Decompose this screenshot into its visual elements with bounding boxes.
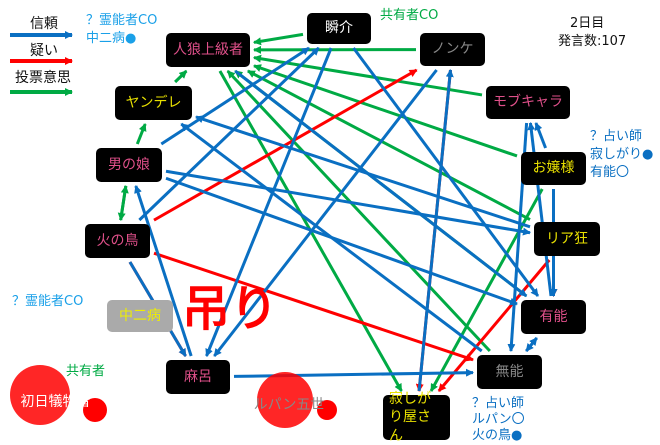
seer-result-note-4: 火の鳥● xyxy=(472,428,523,443)
edge-vote-munou-to-jinrou xyxy=(226,69,491,353)
node-chuuni: 中二病 xyxy=(107,300,173,332)
edge-vote-mob-to-jinrou xyxy=(253,54,483,97)
node-shunsuke[interactable]: 瞬介 xyxy=(307,13,371,44)
node-lupin[interactable]: ルパン五世 xyxy=(253,396,325,413)
node-yuunou[interactable]: 有能 xyxy=(521,300,586,334)
node-riakyou[interactable]: リア狂 xyxy=(534,222,600,256)
medium-result-note: 中二病● xyxy=(86,31,137,46)
shared-note-2: 共有者 xyxy=(66,364,106,379)
edge-vote-hinotori-to-otoko xyxy=(119,185,129,221)
edge-trust-maro-to-otoko xyxy=(134,185,193,357)
node-nonke[interactable]: ノンケ xyxy=(420,33,485,66)
edge-trust-yuunou-to-mob xyxy=(527,122,553,297)
edge-doubt-hinotori-to-munou xyxy=(153,251,474,362)
node-hinotori[interactable]: 火の鳥 xyxy=(85,224,150,258)
edge-trust-sabishi-to-nonke xyxy=(417,69,454,392)
node-ojou[interactable]: お嬢様 xyxy=(521,152,586,185)
edge-trust-riakyou-to-yandere xyxy=(195,115,531,229)
node-jinrou[interactable]: 人狼上級者 xyxy=(166,33,250,67)
node-mob[interactable]: モブキャラ xyxy=(486,86,570,119)
edge-trust-maro-to-munou xyxy=(233,368,474,378)
seer-co-note-2: ？占い師 xyxy=(472,396,525,411)
day-label: 2日目 xyxy=(570,16,605,31)
node-maro[interactable]: 麻呂 xyxy=(166,360,230,394)
legend-vote-label: 投票意思 xyxy=(15,70,71,86)
node-munou[interactable]: 無能 xyxy=(477,355,542,389)
edge-trust-jinrou-to-yuunou xyxy=(234,69,528,298)
edge-vote-ojou-to-sabishi xyxy=(429,188,544,392)
edge-trust-hinotori-to-shunsuke xyxy=(138,46,320,222)
medium-co-note: ？霊能者CO xyxy=(86,13,158,28)
shared-co-note: 共有者CO xyxy=(380,8,439,23)
edge-trust-ojou-to-mob xyxy=(534,122,547,149)
post-count: 発言数:107 xyxy=(558,34,627,49)
seer-result-note-2: 有能〇 xyxy=(590,165,630,180)
edge-vote-shunsuke-to-jinrou xyxy=(253,32,304,46)
legend-doubt-label: 疑い xyxy=(30,43,58,59)
node-otoko[interactable]: 男の娘 xyxy=(96,148,162,182)
node-yandere[interactable]: ヤンデレ xyxy=(115,86,192,120)
node-sabishi[interactable]: 寂しがり屋さん xyxy=(383,391,450,444)
medium-co-note-2: ？霊能者CO xyxy=(12,294,84,309)
edge-trust-otoko-to-riakyou xyxy=(165,169,531,236)
edge-trust-yuunou-to-munou xyxy=(525,337,538,352)
edge-doubt-riakyou-to-sabishi xyxy=(437,259,551,392)
hanged-label: 吊り xyxy=(182,281,279,337)
edge-trust-shunsuke-to-yuunou xyxy=(352,47,540,297)
edge-vote-ojou-to-jinrou xyxy=(253,64,518,158)
edge-vote-riakyou-to-jinrou xyxy=(247,69,531,221)
legend-trust-label: 信頼 xyxy=(30,16,58,32)
edge-vote-otoko-to-yandere xyxy=(135,123,147,145)
seer-result-note-3: ルパン〇 xyxy=(472,412,525,427)
edge-trust-shunsuke-to-maro xyxy=(205,47,333,357)
node-shonichi[interactable]: 初日犠牲者 xyxy=(20,394,91,411)
edge-vote-yandere-to-jinrou xyxy=(174,69,188,84)
seer-co-note: ？占い師 xyxy=(590,129,643,144)
seer-result-note-1: 寂しがり● xyxy=(590,147,654,162)
edge-trust-nonke-to-maro xyxy=(213,69,438,357)
edge-trust-munou-to-yandere xyxy=(180,122,483,353)
edge-trust-otoko-to-yuunou xyxy=(165,176,518,306)
